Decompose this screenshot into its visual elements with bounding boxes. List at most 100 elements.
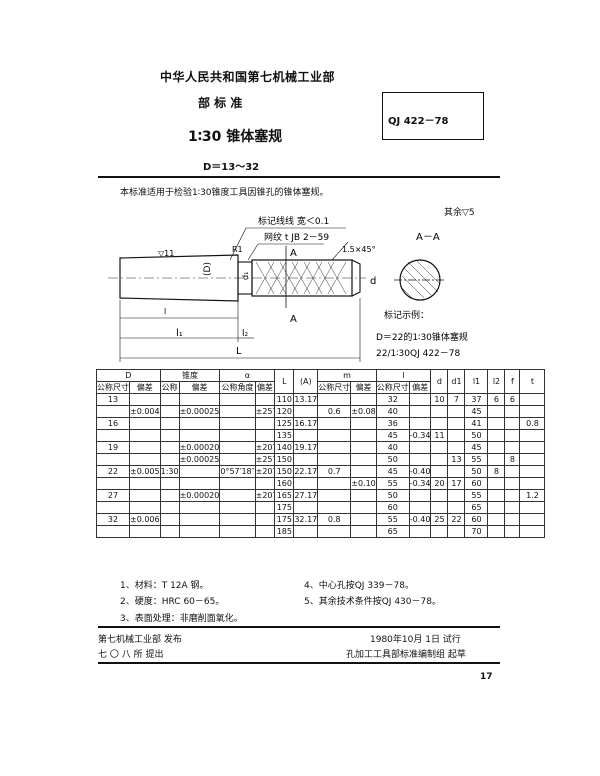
table-cell (487, 429, 506, 442)
table-cell (317, 429, 352, 442)
table-cell: 160 (274, 477, 295, 490)
table-cell (178, 465, 221, 478)
table-cell (129, 393, 161, 406)
table-cell (519, 513, 546, 526)
example-line1: D＝22的1∶30锥体塞规 (376, 331, 468, 343)
table-cell (254, 393, 276, 406)
table-cell: 32 (375, 393, 410, 406)
table-cell: 36 (375, 417, 410, 430)
standard-type: 部 标 准 (198, 96, 243, 110)
table-cell: ±0.00020 (178, 441, 221, 454)
issue-date: 1980年10月 1日 试行 (370, 635, 461, 645)
table-cell (519, 429, 546, 442)
subhead: 偏差 (254, 381, 276, 394)
svg-text:A: A (290, 248, 297, 259)
table-cell (178, 429, 221, 442)
table-row: 185 65 70 (96, 525, 546, 538)
table-cell (293, 429, 319, 442)
table-cell (447, 501, 466, 514)
table-cell: 6 (504, 393, 521, 406)
table-cell (504, 501, 521, 514)
table-cell (96, 453, 130, 466)
table-cell (317, 489, 352, 502)
table-cell (219, 429, 256, 442)
table-cell: 45 (375, 429, 410, 442)
table-cell (159, 417, 180, 430)
table-cell (159, 393, 180, 406)
issuer: 第七机械工业部 发布 (98, 635, 182, 645)
table-cell (519, 501, 546, 514)
table-cell (487, 525, 506, 538)
table-cell: 16.17 (293, 417, 319, 430)
head-m: m (317, 369, 377, 382)
table-cell (408, 441, 432, 454)
table-cell: ±0.004 (129, 405, 161, 418)
page-number: 17 (480, 672, 493, 682)
table-cell (219, 405, 256, 418)
table-cell (129, 441, 161, 454)
table-cell (447, 525, 466, 538)
table-cell (129, 429, 161, 442)
table-cell: 60 (464, 477, 489, 490)
table-cell (317, 417, 352, 430)
table-cell: 55 (375, 513, 410, 526)
table-cell (219, 441, 256, 454)
drafter: 孔加工工具部标准编制组 起草 (346, 650, 466, 660)
subhead: 偏差 (350, 381, 377, 394)
table-cell: 45 (464, 405, 489, 418)
note-4: 4、中心孔按QJ 339－78。 (304, 581, 414, 591)
table-cell (519, 465, 546, 478)
table-cell (219, 453, 256, 466)
head-l2: l2 (487, 369, 506, 394)
table-cell (430, 417, 449, 430)
table-cell (519, 477, 546, 490)
table-cell: ±20′ (254, 489, 276, 502)
table-cell: 70 (464, 525, 489, 538)
table-cell: 50 (464, 465, 489, 478)
roughness-note: 其余▽5 (444, 208, 475, 218)
table-cell (350, 441, 377, 454)
table-cell: ±0.005 (129, 465, 161, 478)
table-cell: ±0.08 (350, 405, 377, 418)
head-L: L (274, 369, 295, 394)
table-cell (178, 525, 221, 538)
table-cell: 19.17 (293, 441, 319, 454)
table-cell: 16 (96, 417, 130, 430)
table-cell (408, 489, 432, 502)
table-cell (293, 477, 319, 490)
table-cell: 27.17 (293, 489, 319, 502)
table-cell (129, 453, 161, 466)
table-cell (504, 513, 521, 526)
table-cell (430, 525, 449, 538)
table-cell: 0.6 (317, 405, 352, 418)
svg-text:l₂: l₂ (242, 329, 249, 339)
table-cell (129, 489, 161, 502)
table-cell (159, 453, 180, 466)
table-cell: 60 (375, 501, 410, 514)
table-cell: 0°57′18″ (219, 465, 256, 478)
table-cell: 50 (375, 489, 410, 502)
table-cell (519, 453, 546, 466)
table-cell (350, 417, 377, 430)
table-cell (129, 477, 161, 490)
table-cell: 65 (375, 525, 410, 538)
table-cell (178, 477, 221, 490)
table-cell (447, 405, 466, 418)
table-cell (447, 417, 466, 430)
table-cell: 185 (274, 525, 295, 538)
table-cell (504, 465, 521, 478)
table-cell (504, 441, 521, 454)
table-cell (408, 405, 432, 418)
head-l1: l1 (464, 369, 489, 394)
footer-rule (98, 626, 500, 628)
table-cell (350, 465, 377, 478)
table-cell (430, 453, 449, 466)
table-subhead-row: 公称尺寸 偏差 公称 偏差 公称角度 偏差 公称尺寸 偏差 公称尺寸 偏差 (96, 381, 545, 394)
table-cell (430, 405, 449, 418)
table-cell: 40 (375, 441, 410, 454)
table-cell (219, 513, 256, 526)
header-rule (98, 176, 500, 178)
